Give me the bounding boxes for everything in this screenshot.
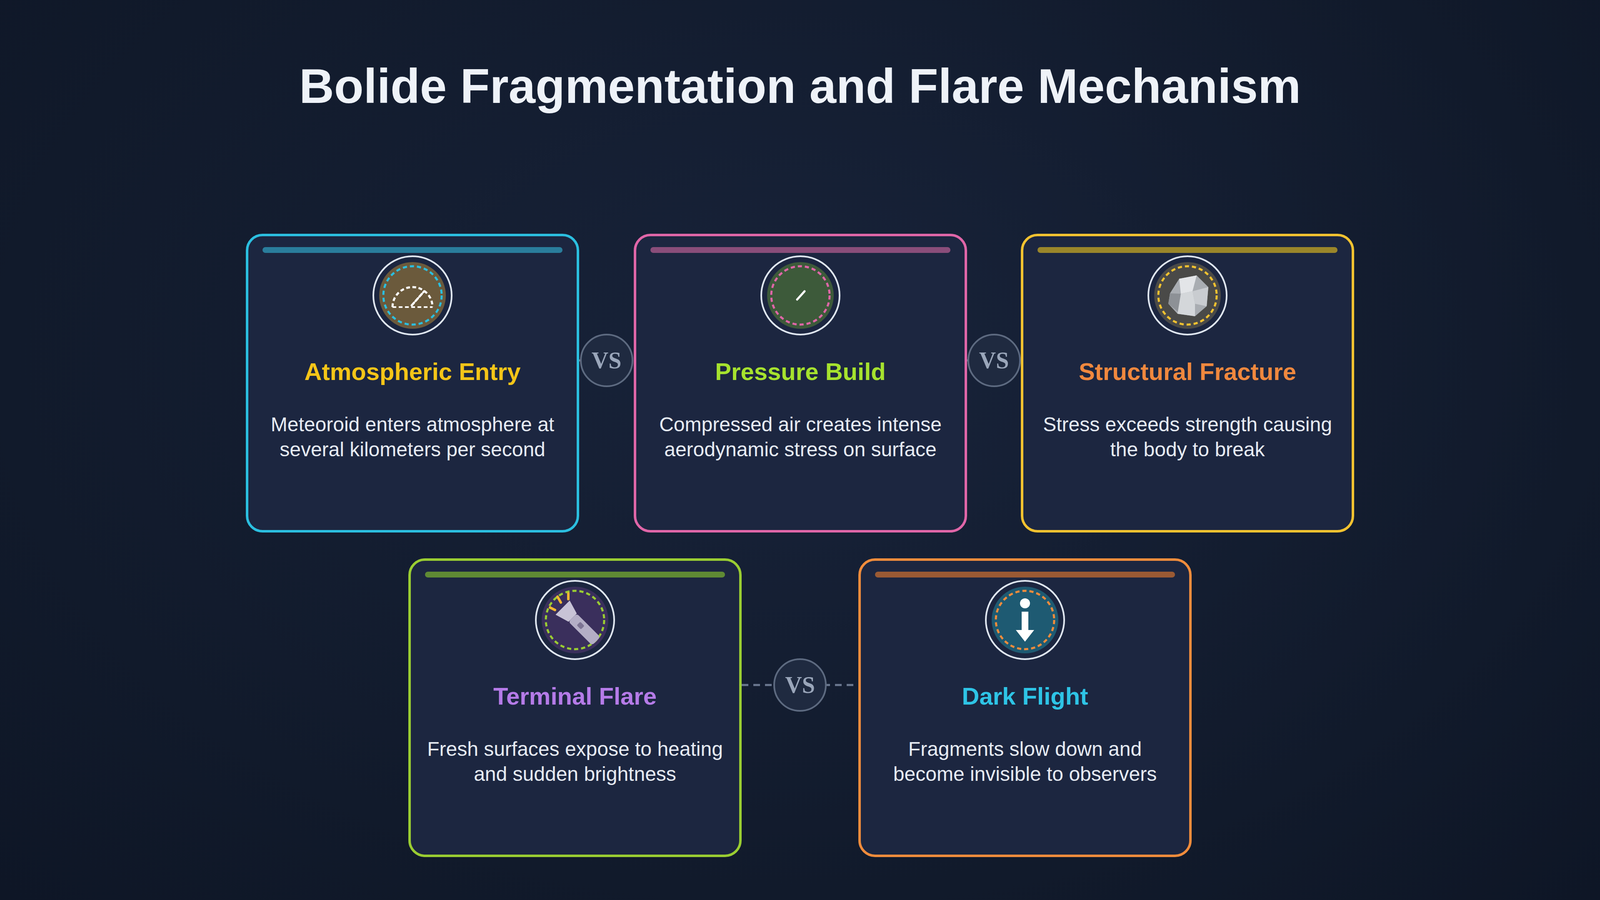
versus-badge: VS: [773, 658, 827, 712]
process-box: Pressure BuildCompressed air creates int…: [633, 233, 968, 533]
rock-icon: [1145, 253, 1230, 338]
info-icon: [983, 578, 1067, 662]
pressure-icon: [758, 253, 843, 338]
versus-badge: VS: [580, 333, 634, 388]
versus-label: VS: [591, 347, 622, 374]
process-box: Atmospheric EntryMeteoroid enters atmosp…: [245, 233, 580, 533]
accent-bar: [1037, 247, 1338, 253]
box-heading: Pressure Build: [636, 357, 965, 387]
box-heading: Atmospheric Entry: [248, 357, 577, 387]
versus-label: VS: [785, 671, 815, 699]
versus-badge: VS: [967, 333, 1021, 388]
accent-bar: [875, 571, 1175, 578]
box-description: Meteoroid enters atmosphere at several k…: [248, 412, 577, 463]
versus-label: VS: [979, 347, 1010, 374]
box-heading: Terminal Flare: [410, 681, 740, 711]
box-description: Fragments slow down and become invisible…: [860, 736, 1190, 787]
process-box: Terminal FlareFresh surfaces expose to h…: [408, 558, 742, 858]
process-box: Structural FractureStress exceeds streng…: [1020, 233, 1355, 533]
box-description: Stress exceeds strength causing the body…: [1023, 412, 1352, 463]
process-box: Dark FlightFragments slow down and becom…: [858, 558, 1192, 858]
box-description: Compressed air creates intense aerodynam…: [636, 412, 965, 463]
box-heading: Structural Fracture: [1023, 357, 1352, 387]
diagram-title: Bolide Fragmentation and Flare Mechanism: [0, 58, 1600, 115]
box-heading: Dark Flight: [860, 681, 1190, 711]
box-description: Fresh surfaces expose to heating and sud…: [410, 736, 740, 787]
accent-bar: [425, 571, 725, 578]
accent-bar: [262, 247, 563, 253]
accent-bar: [650, 247, 951, 253]
gauge-icon: [370, 253, 455, 338]
flashlight-icon: [533, 578, 617, 662]
